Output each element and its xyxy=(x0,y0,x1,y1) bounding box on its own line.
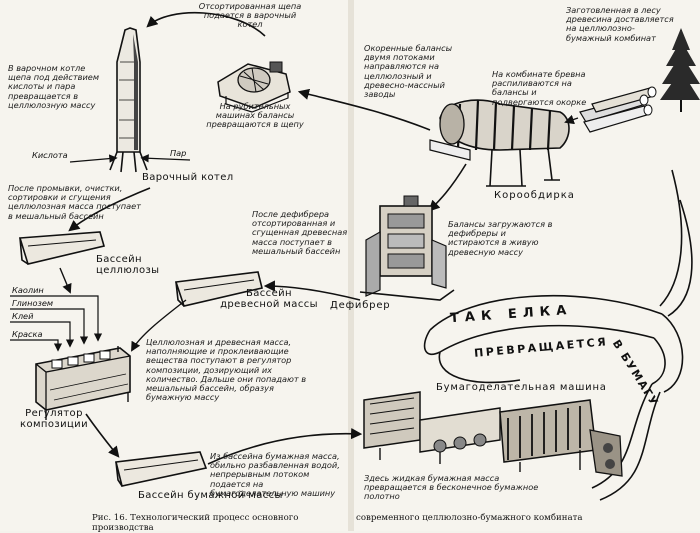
spruce-tree-illustration xyxy=(660,28,700,112)
note-balances-loaded: Балансы загружаются в дефибреры и истира… xyxy=(448,219,553,257)
debarker-to-defibrer-arrow xyxy=(428,163,467,212)
chipper-illustration xyxy=(217,61,291,113)
regulator-illustration xyxy=(35,347,131,411)
note-debarked-flows: Окоренные балансы двумя потоками направл… xyxy=(364,43,453,99)
paper-machine-illustration xyxy=(363,391,623,477)
label-defibrer: Дефибрер xyxy=(330,300,391,311)
input-glinozem: Глинозем xyxy=(12,298,54,308)
note-after-washing: После промывки, очистки, сортировки и сг… xyxy=(8,183,141,221)
note-paper-pool: Из бассейна бумажная масса, обильно разб… xyxy=(210,451,340,498)
cellulose-pool-illustration xyxy=(18,231,105,265)
wood-pool-illustration xyxy=(174,271,263,307)
paper-pool-to-machine-arrow xyxy=(207,428,363,465)
label-paper-pool: Бассейн бумажной массы xyxy=(138,490,283,501)
steam-inlet-arrow xyxy=(140,154,191,163)
acid-inlet-arrow xyxy=(69,154,118,163)
page-fold xyxy=(348,0,354,531)
digester-illustration xyxy=(109,27,148,173)
debarker-to-chipper-arrow xyxy=(297,88,431,131)
note-chips-to-boiler: Отсортированная щепа подается в варочный… xyxy=(198,1,302,30)
paper-pool-illustration xyxy=(115,451,208,487)
label-boiler: Варочный котел xyxy=(142,172,234,183)
defibrer-illustration xyxy=(359,195,455,301)
logs-to-debarker-arrow xyxy=(564,114,579,125)
boiler-to-cellulose-pool-arrow xyxy=(68,187,151,232)
wood-to-regulator-arrow xyxy=(131,299,187,352)
label-debarker: Корообдирка xyxy=(494,190,575,201)
spiral-ribbon xyxy=(423,169,693,501)
label-cellulose-pool: Бассейн целлюлозы xyxy=(96,254,160,277)
chips-to-boiler-arrow xyxy=(146,11,266,37)
cellulose-to-regulator-arrow xyxy=(59,267,72,294)
note-after-defibrer: После дефибрера отсортированная и сгущен… xyxy=(252,209,348,256)
note-machine-result: Здесь жидкая бумажная масса превращается… xyxy=(364,473,539,502)
logs-illustration xyxy=(579,86,657,133)
label-wood-pool: Бассейн древесной массы xyxy=(220,288,318,311)
caption-right: современного целлюлозно-бумажного комбин… xyxy=(356,513,583,523)
note-boiler-process: В варочном котле щепа под действием кисл… xyxy=(8,63,99,110)
defibrer-to-wood-pool-arrow xyxy=(263,280,361,301)
note-regulator-feed: Целлюлозная и древесная масса, наполняющ… xyxy=(146,337,307,403)
input-acid: Кислота xyxy=(32,150,68,160)
regulator-to-paper-pool-arrow xyxy=(85,413,120,458)
note-cut-at-plant: На комбинате бревна распиливаются на бал… xyxy=(492,69,587,107)
label-paper-machine: Бумагоделательная машина xyxy=(436,382,607,393)
additive-lines xyxy=(10,295,103,352)
input-glue: Клей xyxy=(12,311,34,321)
input-steam: Пар xyxy=(170,148,187,158)
input-kaolin: Каолин xyxy=(12,285,44,295)
input-dye: Краска xyxy=(12,329,43,339)
caption-left: Рис. 16. Технологический процесс основно… xyxy=(92,513,299,533)
label-regulator: Регулятор композиции xyxy=(20,408,88,431)
debarker-illustration xyxy=(429,99,570,187)
note-chipping: На рубительных машинах балансы превращаю… xyxy=(206,101,304,130)
note-logs-delivered: Заготовленная в лесу древесина доставляе… xyxy=(566,5,674,43)
